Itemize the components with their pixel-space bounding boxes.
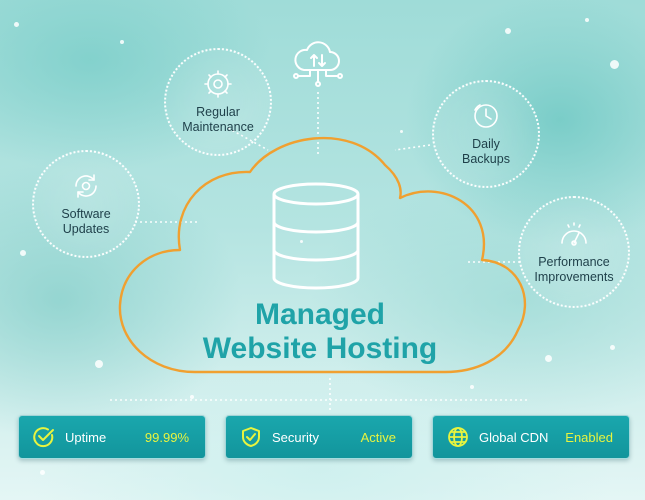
status-value: 99.99% [144,429,189,445]
decor-speck [610,345,615,350]
database-icon [266,180,366,292]
backup-clock-icon [474,104,498,128]
title-line-1: Managed [254,298,386,331]
decor-speck [505,28,511,34]
connector-line [394,144,431,151]
shield-check-icon [240,426,262,448]
decor-speck [40,470,45,475]
status-label: Uptime [65,429,107,445]
status-card-global-cdn: Global CDN Enabled [432,415,630,459]
feature-performance-improvements: Performance Improvements [518,196,630,308]
decor-speck [545,355,552,362]
globe-icon [447,426,469,448]
decor-speck [470,385,474,389]
decor-speck [610,60,619,69]
decor-speck [300,240,303,243]
feature-label: Daily Backups [462,137,510,166]
decor-speck [190,395,194,399]
status-card-uptime: Uptime 99.99% [18,415,206,459]
status-card-security: Security Active [225,415,413,459]
feature-software-updates: Software Updates [32,150,140,258]
decor-speck [120,40,124,44]
feature-label: Software Updates [61,207,111,236]
decor-speck [400,130,403,133]
update-gear-icon [75,174,97,198]
feature-label: Regular Maintenance [182,105,254,134]
decor-speck [95,360,103,368]
status-label: Security [272,429,319,445]
speedometer-icon [561,222,587,246]
decor-speck [585,18,589,22]
wrench-gear-icon [204,70,232,98]
title-line-2: Website Hosting [202,332,438,365]
page-title: Managed Website Hosting [120,298,520,366]
status-value: Active [360,429,396,445]
decor-speck [14,22,19,27]
feature-daily-backups: Daily Backups [432,80,540,188]
status-label: Global CDN [479,429,549,445]
feature-label: Performance Improvements [534,255,614,284]
status-value: Enabled [565,429,613,445]
decor-speck [20,250,26,256]
check-circle-icon [33,426,55,448]
feature-regular-maintenance: Regular Maintenance [164,48,272,156]
cloud-sync-icon [290,40,346,92]
